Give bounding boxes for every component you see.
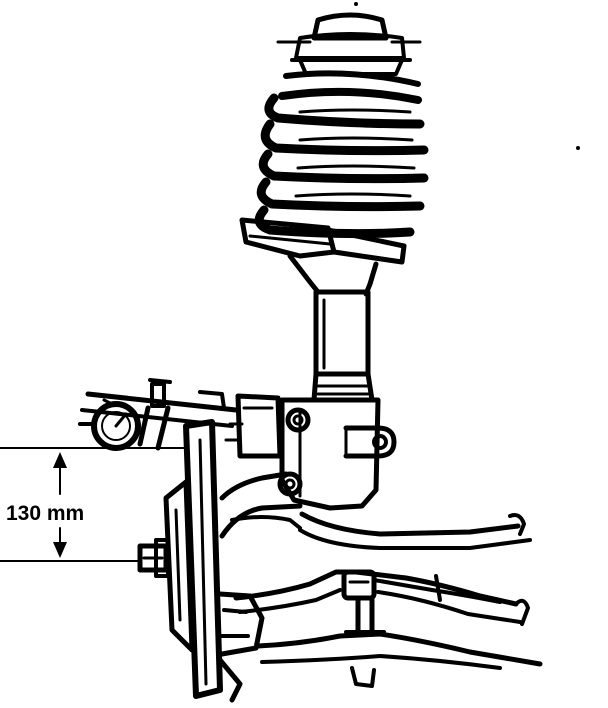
strut-top-mount	[276, 12, 422, 76]
coil-spring	[254, 70, 429, 239]
shock-absorber	[277, 253, 397, 511]
dial-indicator-icon	[78, 398, 141, 451]
height-dimension: 130 mm	[0, 447, 187, 562]
spring-seat	[239, 217, 407, 265]
wheel-hub-disc	[137, 419, 265, 703]
steering-knuckle	[219, 471, 532, 550]
camber-gauge-tool	[78, 378, 283, 459]
arrow-down-icon	[53, 542, 67, 558]
dimension-label: 130 mm	[6, 502, 84, 525]
arrow-up-icon	[53, 452, 67, 468]
lower-control-arm	[233, 569, 543, 688]
